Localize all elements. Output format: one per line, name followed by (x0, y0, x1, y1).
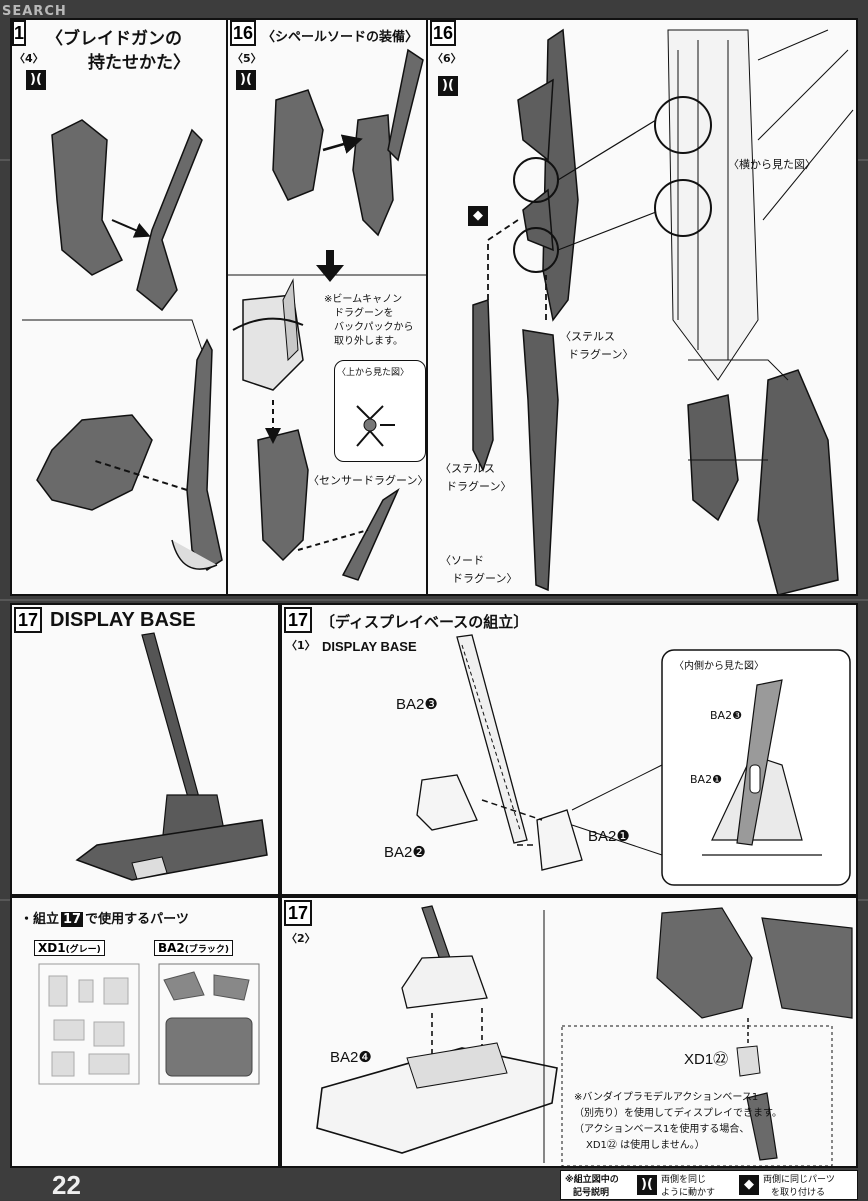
runner-ba2-name: BA2 (158, 941, 185, 955)
mirror-move-icon: )( (438, 76, 458, 96)
top-view-label: 〈上から見た図〉 (337, 368, 410, 378)
step-number: 16 (430, 20, 456, 46)
substep-label: 〈5〉 (232, 52, 262, 65)
equip-illustration (228, 48, 426, 581)
part-label-ba2-3: BA2❸ (396, 696, 438, 713)
part-label-ba2-1: BA2❶ (588, 828, 630, 845)
step-number: 17 (14, 607, 42, 633)
sword-dragoon-label: 〈ソード (440, 554, 484, 567)
side-view-label: 〈横から見た図〉 (728, 158, 816, 171)
panel-title: 〈シペールソードの装備〉 (262, 30, 419, 45)
note-line: XD1㉒ は使用しません。） (586, 1140, 705, 1151)
panel-display-base: 17 DISPLAY BASE (10, 603, 280, 896)
panel-assembly-2: 17 〈2〉 BA2❹ XD1㉒ ※バンダイプラモデルアクションベース1 （別売… (280, 896, 858, 1168)
legend-item: 両側を同じ (661, 1175, 707, 1185)
runner-ba2-color: (ブラック) (184, 945, 230, 955)
display-base-illustration (75, 632, 268, 881)
note-line: ※ビームキャノン (324, 294, 403, 305)
runner-ba2: BA2(ブラック) (154, 940, 264, 1088)
substep-label: 〈2〉 (286, 932, 316, 945)
watermark: SEARCH (2, 4, 67, 19)
panel-title: 〈ブレイドガンの (46, 29, 182, 49)
step-number: 17 (284, 900, 312, 926)
step-number: 16 (230, 20, 256, 46)
runner-xd1-header: XD1(グレー) (34, 940, 105, 956)
stealth-dragoon-label: 〈ステルス (440, 462, 495, 475)
legend-title: ※組立図中の (565, 1175, 619, 1185)
sensor-dragoon-label: 〈センサードラグーン〉 (308, 474, 428, 487)
substep-label: 〈6〉 (432, 52, 462, 65)
inset-label-ba2-3: BA2❸ (710, 709, 742, 722)
panel-assembly-1: 17 〈1〉 〔ディスプレイベースの組立〕 DISPLAY BASE 〈内側から… (280, 603, 858, 896)
legend-item: を取り付ける (771, 1188, 826, 1198)
part-label-ba2-4: BA2❹ (330, 1049, 372, 1066)
runner-xd1-diagram (38, 963, 140, 1085)
panel-title: DISPLAY BASE (50, 609, 196, 631)
parts-label-step: 17 (61, 912, 84, 927)
mirror-attach-icon: ◆ (468, 206, 488, 226)
inner-view-label: 〈内側から見た図〉 (674, 661, 764, 672)
page-number: 22 (52, 1170, 81, 1200)
note-line: （別売り）を使用してディスプレイできます。 (574, 1108, 782, 1119)
note-line: ドラグーンを (334, 308, 394, 319)
runner-xd1-color: (グレー) (65, 945, 101, 955)
stealth-dragoon-label: ドラグーン〉 (568, 348, 634, 361)
parts-label-suffix: で使用するパーツ (85, 912, 189, 927)
part-label-xd1-22: XD1㉒ (684, 1051, 729, 1068)
step-number: 1 (12, 20, 26, 46)
runner-ba2-header: BA2(ブラック) (154, 940, 234, 956)
mirror-move-icon: )( (236, 70, 256, 90)
top-view-diagram (356, 405, 395, 447)
panel-dragoon: 16 〈6〉 )( ◆ (426, 18, 858, 596)
mirror-move-icon: )( (26, 70, 46, 90)
legend-title: 記号説明 (573, 1188, 610, 1198)
panel-title-line2: 持たせかた〉 (88, 53, 190, 73)
note-line: ※バンダイプラモデルアクションベース1 (574, 1092, 759, 1103)
top-view-callout: 〈上から見た図〉 (334, 360, 426, 462)
dragoon-illustration (472, 28, 854, 594)
stealth-dragoon-label: ドラグーン〉 (446, 480, 512, 493)
inset-label-ba2-1: BA2❶ (690, 773, 722, 786)
panel-title: 〔ディスプレイベースの組立〕 (320, 613, 529, 631)
parts-label-prefix: ・組立 (20, 912, 60, 927)
legend-item: 両側に同じパーツ (763, 1175, 835, 1185)
note-line: （アクションベース1を使用する場合、 (574, 1124, 750, 1135)
substep-label: 〈4〉 (14, 52, 44, 65)
panel-blade-gun: 1 〈4〉 〈ブレイドガンの 持たせかた〉 )( (10, 18, 228, 596)
part-label-ba2-2: BA2❷ (384, 844, 426, 861)
substep-label: 〈1〉 (286, 639, 316, 652)
panel-equip: 16 〈5〉 〈シペールソードの装備〉 )( (226, 18, 428, 596)
mirror-move-icon: )( (637, 1175, 657, 1195)
assembly-2-illustration (316, 905, 853, 1166)
legend-item: ように動かす (661, 1188, 716, 1198)
mirror-attach-icon: ◆ (739, 1175, 759, 1195)
panel-subtitle: DISPLAY BASE (322, 639, 417, 654)
note-line: 取り外します。 (334, 336, 403, 347)
assembly-1-illustration (416, 634, 851, 886)
note-line: バックパックから (334, 322, 414, 333)
runner-xd1-name: XD1 (38, 941, 66, 955)
blade-gun-illustration (22, 119, 223, 572)
runner-ba2-diagram (158, 963, 260, 1085)
runner-xd1: XD1(グレー) (34, 940, 144, 1088)
sword-dragoon-label: ドラグーン〉 (452, 572, 518, 585)
step-number: 17 (284, 607, 312, 633)
symbol-legend: ※組立図中の 記号説明 )( 両側を同じ ように動かす ◆ 両側に同じパーツ を… (560, 1170, 858, 1200)
stealth-dragoon-label: 〈ステルス (560, 330, 615, 343)
